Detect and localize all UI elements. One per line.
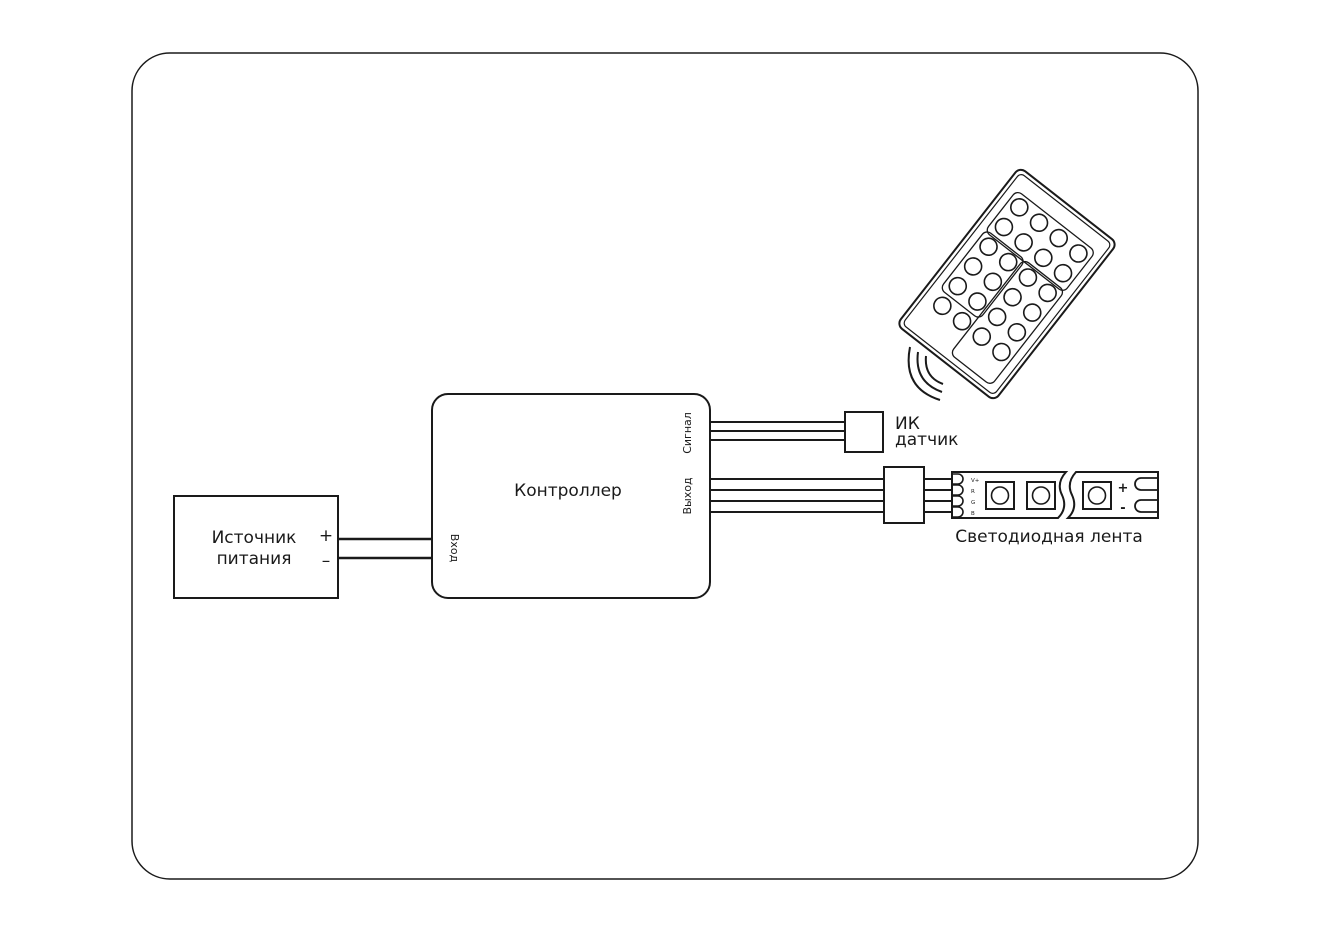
remote-button	[1014, 233, 1033, 252]
output-wires	[710, 478, 884, 513]
end-pad-plus	[1134, 477, 1158, 491]
strip-plus: +	[1118, 481, 1129, 496]
pad-vplus	[952, 473, 964, 485]
remote-body-outer	[898, 168, 1116, 400]
remote-button	[998, 252, 1018, 272]
remote-button	[1034, 248, 1053, 268]
wave-3	[924, 355, 944, 385]
power-supply-label-1: Источник	[212, 528, 297, 548]
power-supply-box	[173, 495, 339, 599]
strip-wires	[924, 478, 952, 513]
pin-label-g: G	[971, 500, 975, 506]
led-chip-3	[1082, 481, 1112, 510]
pad-r	[952, 484, 964, 496]
remote-button	[1003, 287, 1022, 307]
remote-button	[933, 296, 952, 316]
led-strip-segment-2	[1065, 471, 1159, 519]
power-supply-label-2: питания	[217, 549, 292, 569]
pin-label-r: R	[971, 489, 975, 495]
remote-button	[983, 272, 1003, 292]
remote-buttons	[933, 191, 1094, 384]
remote-button	[1022, 303, 1042, 322]
ir-sensor: ИК датчик	[844, 411, 958, 453]
remote-button	[1038, 283, 1057, 303]
remote-button	[987, 307, 1007, 327]
remote-button	[1053, 263, 1073, 283]
end-pad-minus	[1134, 499, 1158, 513]
ir-sensor-label-2: датчик	[895, 430, 958, 450]
power-supply: Источник питания + –	[173, 495, 339, 599]
remote-button-group	[941, 231, 1024, 318]
diagram-frame	[131, 52, 1199, 880]
port-output-label: Выход	[681, 477, 694, 514]
remote-body-inner	[903, 174, 1111, 394]
port-input-label: Вход	[448, 534, 461, 563]
remote-button	[1029, 213, 1049, 233]
led-chip-2	[1026, 481, 1056, 510]
controller-label: Контроллер	[514, 481, 622, 501]
ir-sensor-label-1: ИК	[895, 414, 920, 434]
remote-button	[1018, 268, 1038, 287]
controller: Контроллер Вход Сигнал Выход	[431, 393, 711, 599]
remote-button	[968, 292, 987, 311]
signal-wires	[710, 421, 845, 441]
port-signal-label: Сигнал	[681, 412, 694, 454]
strip-minus: -	[1120, 501, 1125, 516]
connector-block	[883, 466, 925, 524]
remote-button	[1069, 244, 1088, 263]
remote-button	[979, 237, 998, 257]
remote-button	[1010, 198, 1029, 217]
wave-1	[916, 351, 943, 393]
wave-2	[907, 346, 941, 401]
remote-button	[1049, 228, 1069, 248]
power-wires	[338, 537, 432, 560]
ir-remote	[898, 168, 1116, 400]
remote-button	[963, 257, 983, 276]
remote-button	[1007, 323, 1027, 342]
plus-sign: +	[319, 526, 333, 546]
led-lens-1	[990, 486, 1010, 505]
remote-button	[948, 276, 968, 296]
led-strip-label: Светодиодная лента	[955, 527, 1143, 547]
remote-button	[994, 217, 1014, 237]
remote-button	[972, 327, 992, 346]
pin-label-vplus: V+	[971, 478, 980, 484]
remote-button	[992, 342, 1011, 362]
remote-button	[952, 311, 972, 331]
led-strip: V+ R G B + - Светодиодная лента	[951, 471, 1159, 547]
ir-sensor-box	[844, 411, 884, 453]
led-lens-3	[1087, 486, 1107, 505]
led-strip-segment-1	[951, 471, 1069, 519]
controller-box	[431, 393, 711, 599]
minus-sign: –	[322, 551, 331, 571]
pad-b	[952, 506, 964, 518]
led-lens-2	[1031, 486, 1051, 505]
led-chip-1	[985, 481, 1015, 510]
pad-g	[952, 495, 964, 507]
wireless-signal-icon	[907, 346, 944, 401]
remote-button-group	[951, 260, 1064, 384]
pin-label-b: B	[971, 511, 975, 517]
